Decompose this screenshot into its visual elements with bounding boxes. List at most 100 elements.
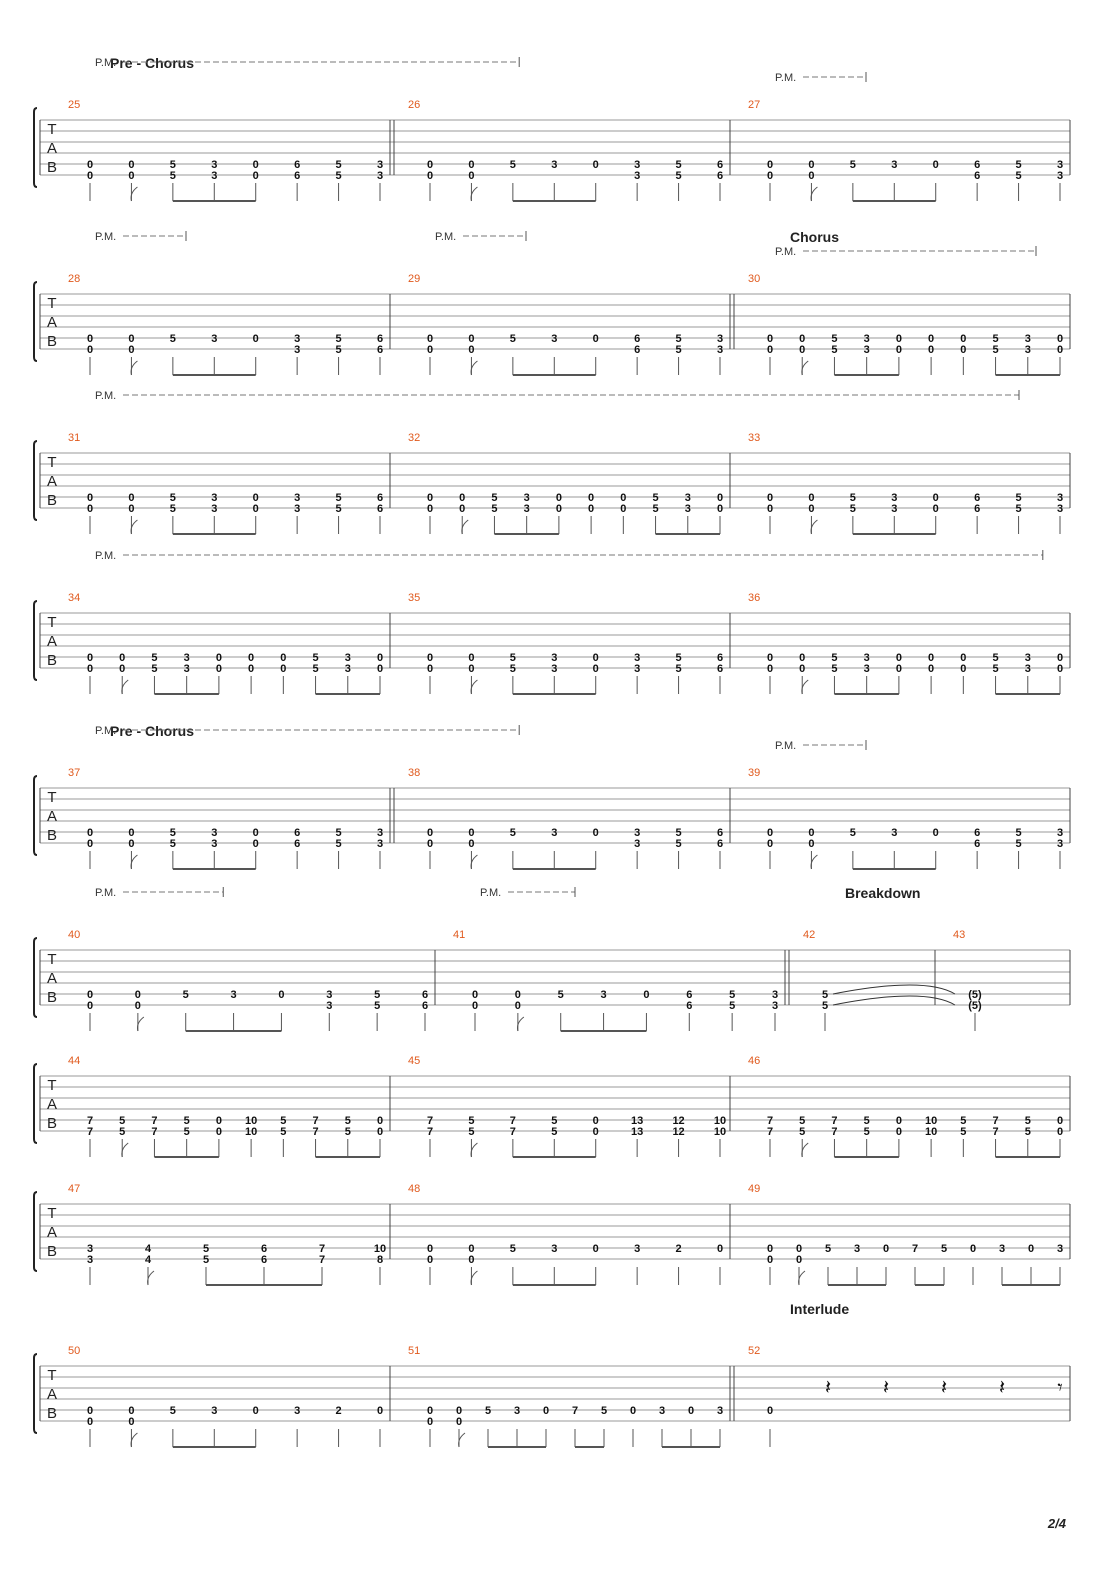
fret-number: 3: [1057, 1243, 1063, 1255]
note-column: 33: [87, 1243, 93, 1285]
fret-number: 0: [767, 492, 773, 504]
note-flag: [810, 186, 818, 202]
note-column: 33: [1057, 827, 1063, 869]
fret-number: 6: [717, 827, 723, 839]
fret-number: 0: [427, 170, 433, 182]
note-column: 0: [933, 159, 939, 201]
fret-number: 0: [593, 1243, 599, 1255]
tab-system: TAB3400005533000000553300350000553300335…: [33, 550, 1071, 695]
note-column: 5: [183, 989, 189, 1031]
fret-number: 7: [767, 1115, 773, 1127]
fret-number: 0: [588, 492, 594, 504]
fret-number: 3: [211, 503, 217, 515]
note-column: 00: [593, 652, 599, 694]
system-bracket: [33, 107, 38, 188]
fret-number: 0: [472, 989, 478, 1001]
note-flag: [130, 186, 138, 202]
fret-number: 5: [992, 333, 998, 345]
note-column: 55: [203, 1243, 209, 1285]
fret-number: 0: [248, 652, 254, 664]
note-column: 00: [216, 652, 222, 694]
note-column: 00: [808, 492, 818, 535]
fret-number: 0: [135, 1000, 141, 1012]
fret-number: 3: [634, 838, 640, 850]
fret-number: 7: [319, 1254, 325, 1266]
fret-number: 5: [312, 652, 318, 664]
fret-number: 5: [831, 344, 837, 356]
note-flag: [130, 519, 138, 535]
fret-number: 0: [808, 170, 814, 182]
palm-mute-label: P.M.: [775, 246, 796, 258]
fret-number: 3: [864, 663, 870, 675]
fret-number: 0: [253, 492, 259, 504]
fret-number: 3: [1025, 344, 1031, 356]
note-column: 00: [456, 1405, 466, 1448]
tab-clef-letter: T: [47, 951, 56, 968]
measure-number: 28: [68, 273, 80, 285]
note-column: 0: [688, 1405, 694, 1447]
page-number: 2/4: [1047, 1516, 1066, 1531]
fret-number: 0: [468, 333, 474, 345]
fret-number: 5: [491, 492, 497, 504]
fret-number: 0: [427, 333, 433, 345]
fret-number: 5: [652, 503, 658, 515]
note-column: 77: [319, 1243, 325, 1285]
fret-number: 0: [468, 1243, 474, 1255]
fret-number: 0: [87, 838, 93, 850]
note-column: 66: [717, 159, 723, 201]
section-heading: Pre - Chorus: [110, 55, 194, 71]
fret-number: 0: [896, 663, 902, 675]
fret-number: 7: [319, 1243, 325, 1255]
fret-number: 0: [556, 503, 562, 515]
note-column: 33: [1025, 652, 1031, 694]
fret-number: 0: [767, 663, 773, 675]
note-flag: [130, 854, 138, 870]
measure-number: 51: [408, 1345, 420, 1357]
tab-clef-letter: T: [47, 1367, 56, 1384]
fret-number: 0: [767, 503, 773, 515]
note-column: 00: [253, 159, 259, 201]
fret-number: 6: [686, 989, 692, 1001]
fret-number: 3: [231, 989, 237, 1001]
fret-number: 5: [825, 1243, 831, 1255]
note-column: 66: [294, 827, 300, 869]
fret-number: 5: [831, 333, 837, 345]
fret-number: 2: [336, 1405, 342, 1417]
tab-clef-letter: A: [47, 808, 57, 825]
note-column: 33: [524, 492, 530, 534]
note-column: 33: [685, 492, 691, 534]
note-flag: [136, 1016, 145, 1032]
section-heading: Chorus: [790, 229, 839, 245]
fret-number: 6: [634, 344, 640, 356]
fret-number: 6: [294, 838, 300, 850]
fret-number: 5: [336, 159, 342, 171]
fret-number: 0: [593, 159, 599, 171]
fret-number: 0: [427, 344, 433, 356]
note-column: 00: [87, 827, 93, 869]
note-column: 00: [427, 492, 433, 534]
palm-mute-label: P.M.: [95, 725, 116, 737]
note-column: 0: [1028, 1243, 1034, 1285]
tab-clef-letter: B: [47, 1243, 57, 1260]
note-column: 55: [1016, 159, 1022, 201]
note-column: 55: [491, 492, 498, 534]
fret-number: 2: [676, 1243, 682, 1255]
fret-number: 10: [374, 1243, 386, 1255]
fret-number: 8: [377, 1254, 383, 1266]
palm-mute-label: P.M.: [480, 887, 501, 899]
fret-number: 7: [427, 1115, 433, 1127]
fret-number: 5: [652, 492, 658, 504]
fret-number: 6: [717, 838, 723, 850]
fret-number: 0: [128, 1416, 134, 1428]
fret-number: 10: [245, 1126, 257, 1138]
tab-clef-letter: A: [47, 473, 57, 490]
note-column: 55: [676, 333, 682, 375]
tab-clef-letter: B: [47, 827, 57, 844]
note-column: 5: [510, 1243, 516, 1285]
